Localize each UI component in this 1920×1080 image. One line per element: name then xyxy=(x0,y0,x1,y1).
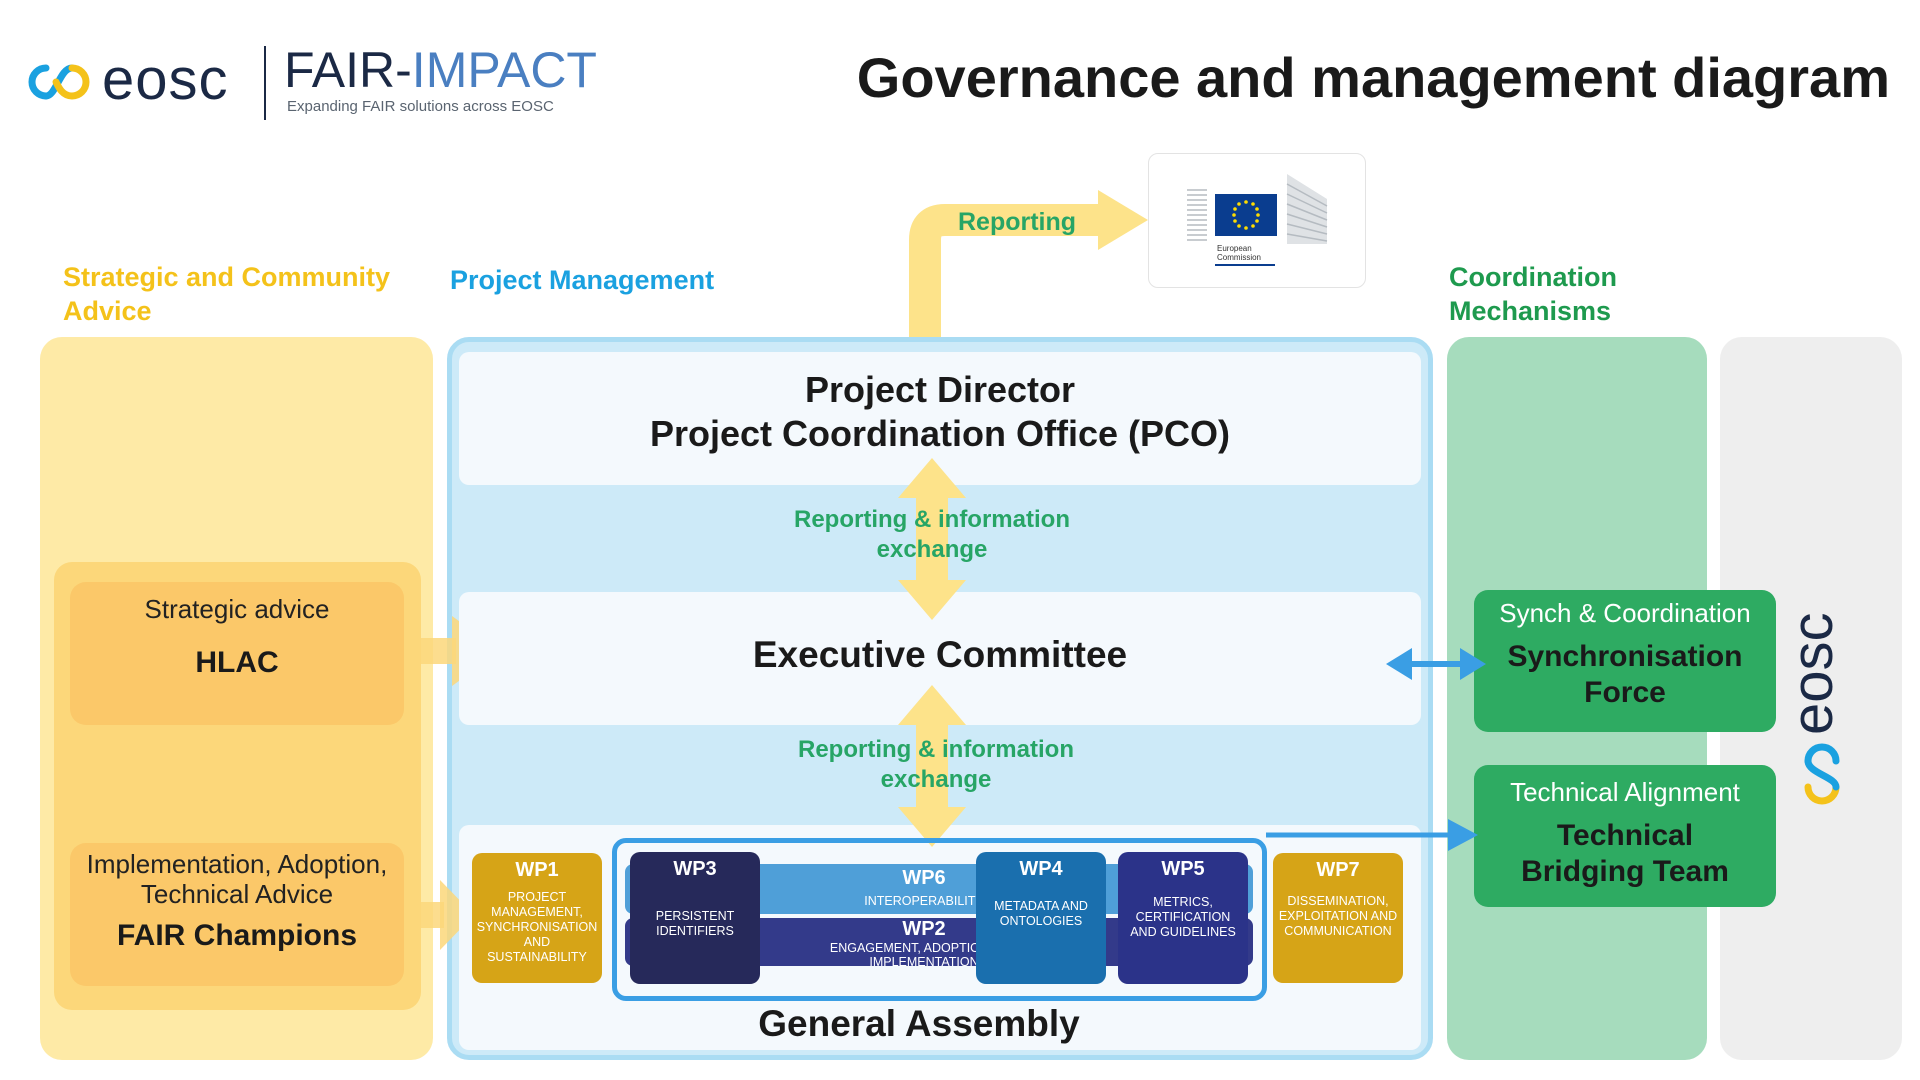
european-commission-icon: European Commission xyxy=(1187,174,1328,266)
pco-title: Project Coordination Office (PCO) xyxy=(649,413,1231,454)
champions-to-ga-arrow xyxy=(404,880,474,950)
fair-impact-subtitle: Expanding FAIR solutions across EOSC xyxy=(287,98,554,115)
implementation-label: Implementation, Adoption, Technical Advi… xyxy=(86,849,388,909)
wp1-id: WP1 xyxy=(515,859,559,881)
wp4-desc: METADATA AND ONTOLOGIES xyxy=(994,899,1088,928)
project-director-panel: Project Director Project Coordination Of… xyxy=(459,352,1421,485)
wp3-id: WP3 xyxy=(673,858,717,880)
synchronisation-force-box: Synch & Coordination Synchronisation For… xyxy=(1474,590,1776,732)
eosc-side-logo: eosc xyxy=(1780,612,1845,735)
synchronisation-force-name: Synchronisation Force xyxy=(1507,640,1743,709)
wp5-id: WP5 xyxy=(1161,858,1205,880)
wp7-desc: DISSEMINATION, EXPLOITATION AND COMMUNIC… xyxy=(1278,894,1398,938)
wp7-id: WP7 xyxy=(1316,859,1360,881)
executive-committee-title: Executive Committee xyxy=(752,634,1128,675)
technical-bridging-team-box: Technical Alignment Technical Bridging T… xyxy=(1474,765,1776,907)
wp4-id: WP4 xyxy=(1019,858,1063,880)
section-heading-coordination: Coordination Mechanisms xyxy=(1449,262,1617,326)
eosc-side-icon xyxy=(1804,743,1840,805)
exec-ga-double-arrow xyxy=(898,685,966,847)
ga-bridging-arrow xyxy=(1266,819,1478,851)
fair-impact-logo: FAIR-IMPACT xyxy=(284,42,597,98)
section-heading-strategic: Strategic and Community Advice xyxy=(63,262,391,326)
exec-synch-double-arrow xyxy=(1386,648,1486,680)
eosc-wordmark: eosc xyxy=(102,47,229,112)
strategic-advice-label: Strategic advice xyxy=(144,594,330,624)
eosc-logo-icon xyxy=(28,64,90,100)
wp4-box: WP4 METADATA AND ONTOLOGIES xyxy=(976,852,1106,984)
european-commission-logo: European Commission xyxy=(1148,153,1366,288)
wp5-box: WP5 METRICS, CERTIFICATION AND GUIDELINE… xyxy=(1118,852,1248,984)
wp6-desc: INTEROPERABILITY xyxy=(864,894,984,908)
wp2-id: WP2 xyxy=(902,918,946,940)
hlac-box: Strategic advice HLAC xyxy=(70,582,404,725)
ec-name-line1: European xyxy=(1217,244,1252,253)
wp2-desc: ENGAGEMENT, ADOPTION AND IMPLEMENTATION xyxy=(829,941,1019,969)
fair-champions-name: FAIR Champions xyxy=(116,919,357,952)
pd-exec-double-arrow xyxy=(898,458,966,620)
wp1-desc: PROJECT MANAGEMENT, SYNCHRONISATION AND … xyxy=(476,890,598,964)
technical-bridging-team-name: Technical Bridging Team xyxy=(1521,819,1729,888)
section-heading-project-management: Project Management xyxy=(450,265,715,295)
reporting-arrow xyxy=(909,190,1148,337)
fair-title-accent: IMPACT xyxy=(411,42,597,98)
logo-divider xyxy=(264,46,266,120)
ec-name-line2: Commission xyxy=(1217,253,1261,262)
wp5-desc: METRICS, CERTIFICATION AND GUIDELINES xyxy=(1130,895,1236,939)
general-assembly-title: General Assembly xyxy=(758,1003,1080,1044)
wp7-box: WP7 DISSEMINATION, EXPLOITATION AND COMM… xyxy=(1273,853,1403,983)
project-director-title: Project Director xyxy=(804,369,1076,410)
reporting-exchange-label-2: Reporting & information exchange xyxy=(798,736,1074,793)
synch-coordination-label: Synch & Coordination xyxy=(1499,598,1751,628)
wp3-desc: PERSISTENT IDENTIFIERS xyxy=(655,909,735,938)
reporting-exchange-label-1: Reporting & information exchange xyxy=(794,506,1070,563)
technical-alignment-label: Technical Alignment xyxy=(1510,777,1740,807)
wp6-id: WP6 xyxy=(902,867,946,889)
hlac-name: HLAC xyxy=(195,646,279,679)
page-title: Governance and management diagram xyxy=(856,46,1890,109)
reporting-label: Reporting xyxy=(958,208,1077,236)
wp3-box: WP3 PERSISTENT IDENTIFIERS xyxy=(630,852,760,984)
research-wp-group-frame xyxy=(612,838,1267,1001)
wp1-box: WP1 PROJECT MANAGEMENT, SYNCHRONISATION … xyxy=(472,853,602,983)
fair-title-main: FAIR- xyxy=(284,42,412,98)
fair-champions-box: Implementation, Adoption, Technical Advi… xyxy=(70,843,404,986)
